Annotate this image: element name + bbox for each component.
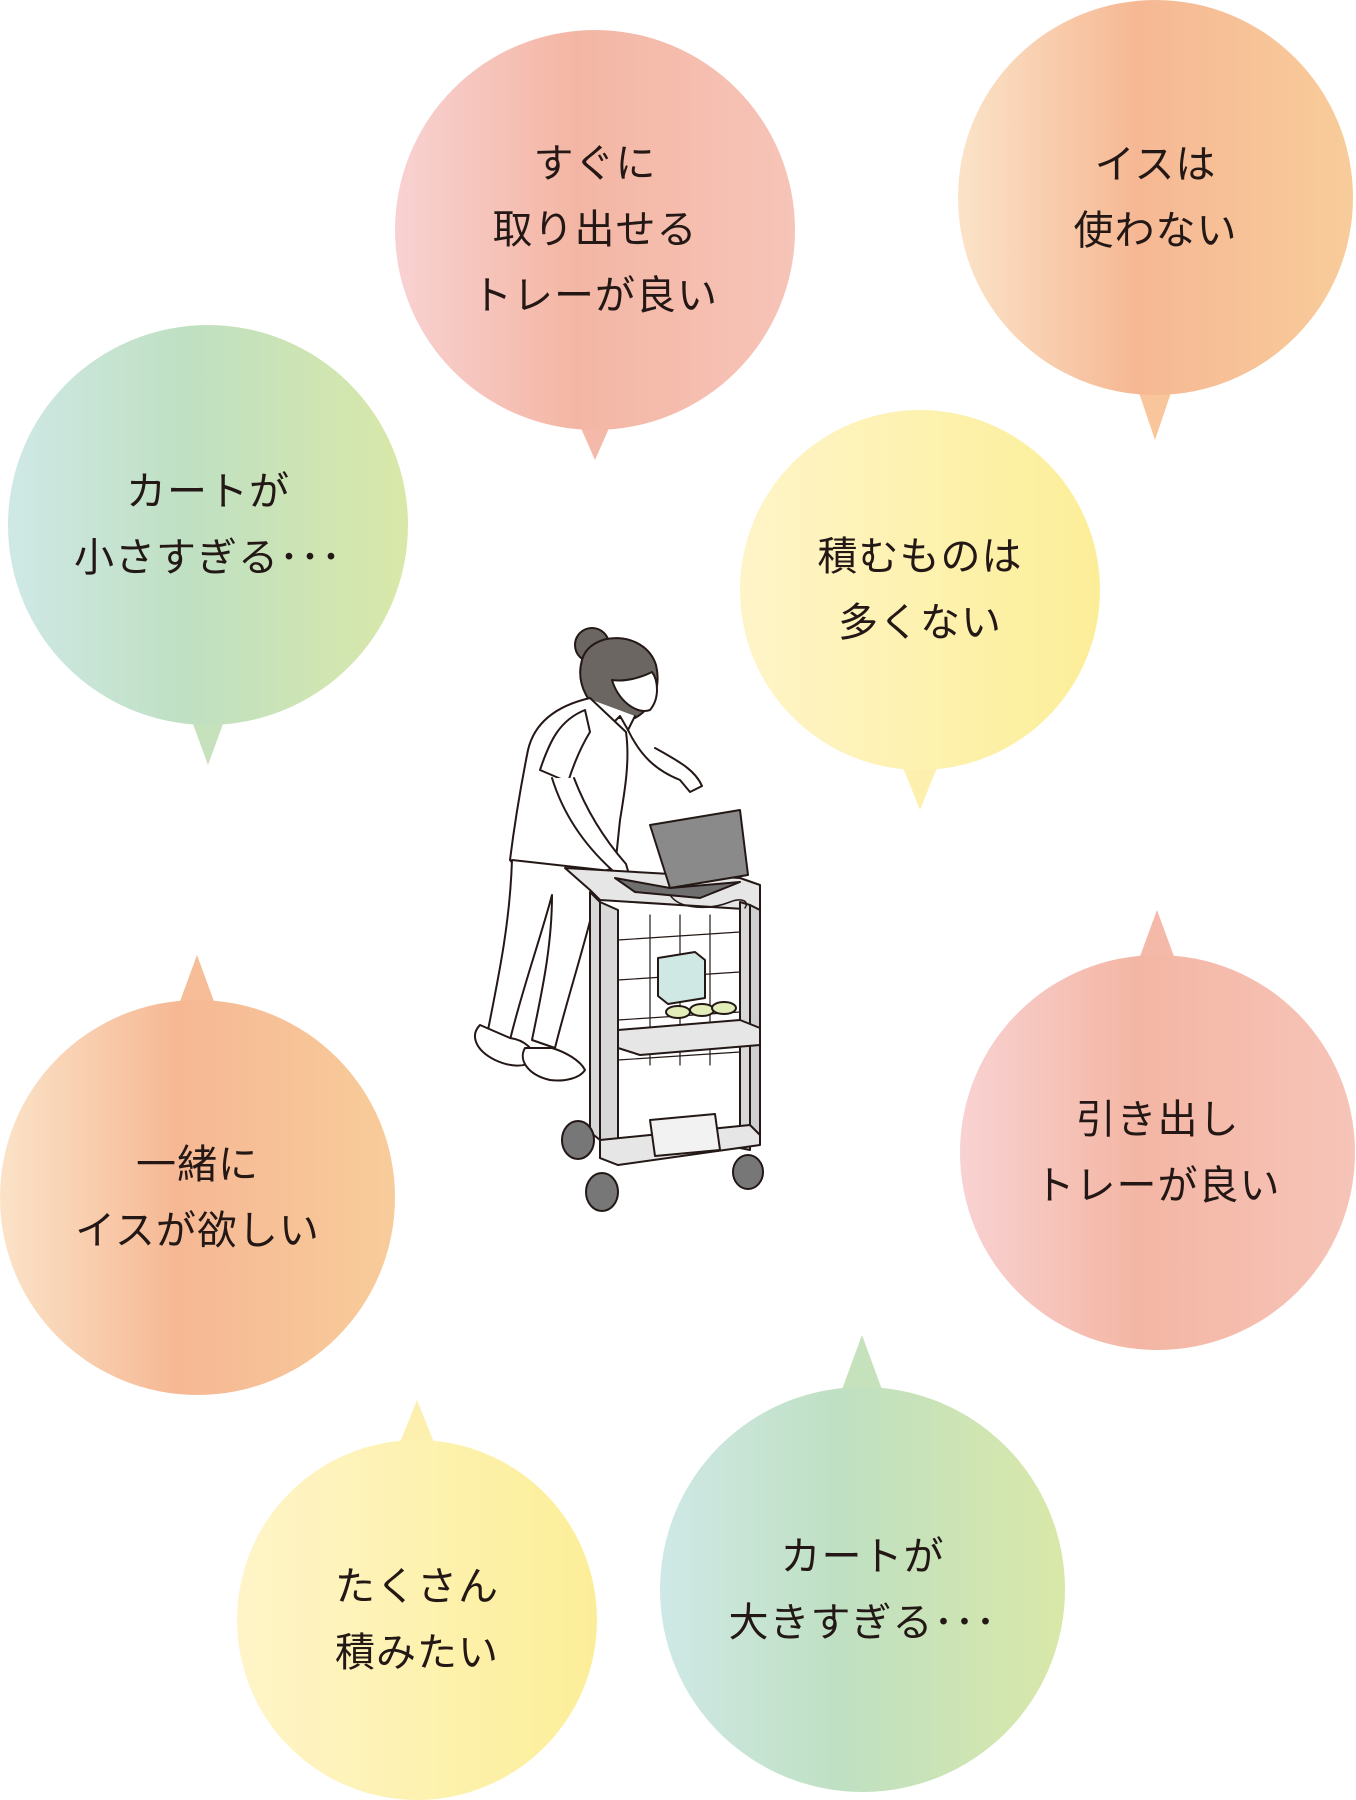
- speech-bubble-text: 積むものは 多くない: [818, 524, 1023, 656]
- speech-bubble-circle: 引き出し トレーが良い: [960, 955, 1355, 1350]
- shoe-icon: [521, 1047, 586, 1082]
- cup-icon: [711, 1001, 737, 1015]
- pants-icon: [487, 859, 603, 1049]
- text-line: カートが: [126, 469, 290, 515]
- text-line: 積むものは: [817, 534, 1023, 580]
- text-line: 使わない: [1073, 207, 1238, 254]
- cart-tray-icon: [617, 1019, 761, 1056]
- speech-bubble-want-chair: 一緒に イスが欲しい: [0, 955, 395, 1400]
- tissue-box-icon: [657, 951, 706, 1005]
- speech-bubble-quick-tray: すぐに 取り出せる トレーが良い: [395, 30, 795, 460]
- cup-icon: [689, 1003, 715, 1017]
- speech-bubble-circle: たくさん 積みたい: [237, 1440, 597, 1800]
- text-line: イスは: [1094, 141, 1217, 188]
- speech-bubble-text: たくさん 積みたい: [335, 1554, 499, 1686]
- speech-bubble-cart-too-big: カートが 大きすぎる･･･: [660, 1335, 1065, 1795]
- speech-bubble-circle: イスは 使わない: [958, 0, 1353, 395]
- speech-bubble-cart-too-small: カートが 小さすぎる･･･: [8, 325, 408, 770]
- nurse-with-cart-icon: [474, 627, 764, 1212]
- speech-bubble-text: すぐに 取り出せる トレーが良い: [472, 131, 718, 329]
- text-line: トレーが良い: [472, 273, 718, 319]
- text-line: イスが欲しい: [75, 1207, 320, 1254]
- speech-bubble-text: 引き出し トレーが良い: [1035, 1087, 1281, 1219]
- speech-bubble-no-chair: イスは 使わない: [958, 0, 1353, 445]
- face-icon: [611, 671, 658, 712]
- text-line: 一緒に: [136, 1141, 259, 1188]
- text-line: カートが: [780, 1533, 945, 1580]
- text-line: 積みたい: [335, 1630, 499, 1676]
- wheel-icon: [585, 1172, 619, 1212]
- text-line: 多くない: [838, 600, 1002, 646]
- speech-bubble-text: カートが 大きすぎる･･･: [729, 1524, 997, 1656]
- speech-bubble-circle: 一緒に イスが欲しい: [0, 1000, 395, 1395]
- speech-bubble-text: 一緒に イスが欲しい: [75, 1132, 320, 1264]
- cup-icon: [665, 1005, 691, 1019]
- speech-bubble-circle: 積むものは 多くない: [740, 410, 1100, 770]
- wheel-icon: [561, 1120, 595, 1160]
- text-line: 大きすぎる･･･: [728, 1599, 997, 1646]
- text-line: たくさん: [335, 1564, 499, 1610]
- text-line: すぐに: [533, 141, 657, 187]
- shoe-icon: [474, 1024, 536, 1067]
- speech-bubble-text: カートが 小さすぎる･･･: [74, 459, 342, 591]
- wheel-icon: [732, 1154, 764, 1190]
- text-line: 引き出し: [1075, 1096, 1240, 1143]
- speech-bubble-circle: カートが 小さすぎる･･･: [8, 325, 408, 725]
- text-line: トレーが良い: [1034, 1162, 1281, 1209]
- speech-bubble-circle: カートが 大きすぎる･･･: [660, 1387, 1065, 1792]
- laptop-keyboard-icon: [614, 877, 741, 899]
- speech-bubble-drawer-tray: 引き出し トレーが良い: [960, 910, 1355, 1355]
- speech-bubble-circle: すぐに 取り出せる トレーが良い: [395, 30, 795, 430]
- text-line: 取り出せる: [492, 207, 698, 253]
- speech-bubble-tail: [840, 1335, 884, 1395]
- speech-bubble-text: イスは 使わない: [1074, 132, 1238, 264]
- laptop-screen-icon: [649, 809, 749, 889]
- speech-bubble-load-a-lot: たくさん 積みたい: [237, 1400, 597, 1800]
- speech-bubble-not-much-load: 積むものは 多くない: [740, 410, 1100, 815]
- text-line: 小さすぎる･･･: [74, 535, 342, 581]
